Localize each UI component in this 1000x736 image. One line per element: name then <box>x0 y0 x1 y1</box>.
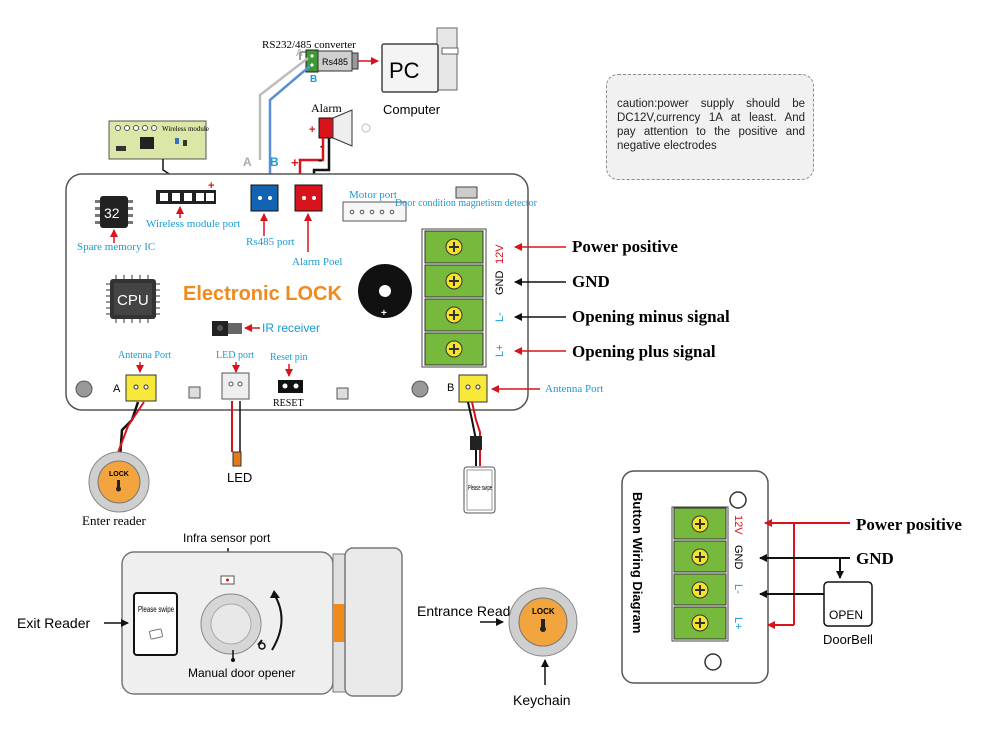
wireless-port-plus: + <box>208 180 214 192</box>
entrance-reader-lock-badge: LOCK <box>532 607 555 616</box>
entrance-reader-label: Entrance Reader <box>417 603 523 619</box>
reset-label: RESET <box>273 398 304 409</box>
pc-icon: PC <box>381 27 459 93</box>
memory-chip-icon: 32 <box>95 196 133 228</box>
signal-opening-minus: Opening minus signal <box>572 307 730 326</box>
enter-reader-icon: LOCK <box>88 451 150 513</box>
signal-power-positive: Power positive <box>572 237 678 256</box>
cpu-label: CPU <box>117 292 149 309</box>
rs485-port <box>250 184 279 212</box>
buzzer-icon: + <box>358 264 412 319</box>
terminal-label-lminus: L- <box>494 312 506 322</box>
swipe-card: Please swipe <box>463 466 496 514</box>
alarm-port <box>294 184 323 212</box>
exit-reader-label: Exit Reader <box>17 615 90 631</box>
rs485-port-label: Rs485 port <box>246 236 295 248</box>
entrance-reader-text: Entrance Reader <box>417 603 523 619</box>
converter-wire-b: B <box>310 74 317 85</box>
wireless-module-port <box>156 190 216 204</box>
entrance-reader-icon: LOCK <box>508 587 578 657</box>
door-detector-label: Door condition magnetism detector <box>395 198 538 209</box>
led-port <box>221 372 250 400</box>
wiring-terminal-lplus: L+ <box>732 617 744 630</box>
terminal-label-gnd: GND <box>494 271 506 296</box>
wireless-module: Wireless module <box>108 120 209 160</box>
wiring-terminal-lminus: L- <box>732 584 744 594</box>
terminal-label-12v: 12V <box>494 244 506 264</box>
alarm-port-label: Alarm Poel <box>292 256 342 268</box>
cpu-chip-icon: CPU <box>106 275 160 323</box>
keychain-label: Keychain <box>513 692 571 708</box>
antenna-port-a-label: Antenna Port <box>118 350 171 361</box>
terminal-label-lplus: L+ <box>494 344 506 357</box>
signal-opening-plus: Opening plus signal <box>572 342 716 361</box>
led-port-label: LED port <box>216 350 254 361</box>
caution-note: caution:power supply should be DC12V,cur… <box>606 74 814 180</box>
swipe-card-text: Please swipe <box>468 485 492 492</box>
wireless-port-label: Wireless module port <box>146 218 240 230</box>
wire-a-label: A <box>243 155 252 169</box>
computer-label: Computer <box>383 102 441 117</box>
antenna-port-b <box>458 374 488 403</box>
door-detector-port <box>455 186 478 199</box>
wireless-module-title: Wireless module <box>162 125 209 133</box>
spare-memory-label: Spare memory IC <box>77 241 155 253</box>
alarm-plus: + <box>309 124 315 136</box>
motor-port <box>342 201 407 222</box>
label-a: A <box>113 383 121 395</box>
alarm-label: Alarm <box>311 101 342 115</box>
rs485-converter: Rs485 <box>305 49 359 73</box>
converter-chip-label: Rs485 <box>322 57 348 67</box>
door-detector-line-1: Door condition magnetism detector <box>395 198 538 209</box>
converter-label: RS232/485 converter <box>262 39 356 51</box>
converter-wire-a: A <box>296 48 303 59</box>
wire-b-label: B <box>270 155 279 169</box>
infra-sensor-label: Infra sensor port <box>183 531 271 545</box>
doorbell-button: OPEN <box>823 581 873 627</box>
lock-board <box>65 173 529 411</box>
chip-32-label: 32 <box>104 205 120 221</box>
wire-plus-label: + <box>291 155 299 170</box>
wiring-gnd: GND <box>856 549 894 568</box>
antenna-port-a <box>125 374 157 402</box>
enter-reader-lock-badge: LOCK <box>109 471 129 478</box>
led-icon <box>232 451 242 467</box>
exit-reader-card-text: Please swipe <box>138 605 174 614</box>
wiring-terminal-block <box>671 506 729 642</box>
label-b: B <box>447 382 454 394</box>
enter-reader-label: Enter reader <box>82 513 147 528</box>
wiring-terminal-gnd: GND <box>732 545 744 570</box>
led-label: LED <box>227 470 252 485</box>
signal-gnd: GND <box>572 272 610 291</box>
ir-receiver-icon <box>212 321 242 336</box>
motor-port-label: Motor port <box>349 189 397 201</box>
reset-pin-label: Reset pin <box>270 352 308 363</box>
door-lock-unit <box>121 547 403 697</box>
antenna-port-b-label: Antenna Port <box>545 383 603 395</box>
wiring-terminal-12v: 12V <box>732 515 744 535</box>
doorbell-label: DoorBell <box>823 632 873 647</box>
ir-receiver-label: IR receiver <box>262 321 320 335</box>
svg-text:+: + <box>381 308 387 319</box>
pc-label: PC <box>389 58 420 83</box>
terminal-block <box>421 228 487 368</box>
manual-door-opener-label: Manual door opener <box>188 666 295 680</box>
reset-pin <box>278 380 303 393</box>
wire-minus-label: - <box>318 152 322 167</box>
alarm-speaker-icon <box>318 109 371 147</box>
board-title: Electronic LOCK <box>183 283 342 305</box>
button-wiring-title: Button Wiring Diagram <box>630 492 645 633</box>
wiring-power-positive: Power positive <box>856 515 962 534</box>
doorbell-open-label: OPEN <box>829 608 863 622</box>
